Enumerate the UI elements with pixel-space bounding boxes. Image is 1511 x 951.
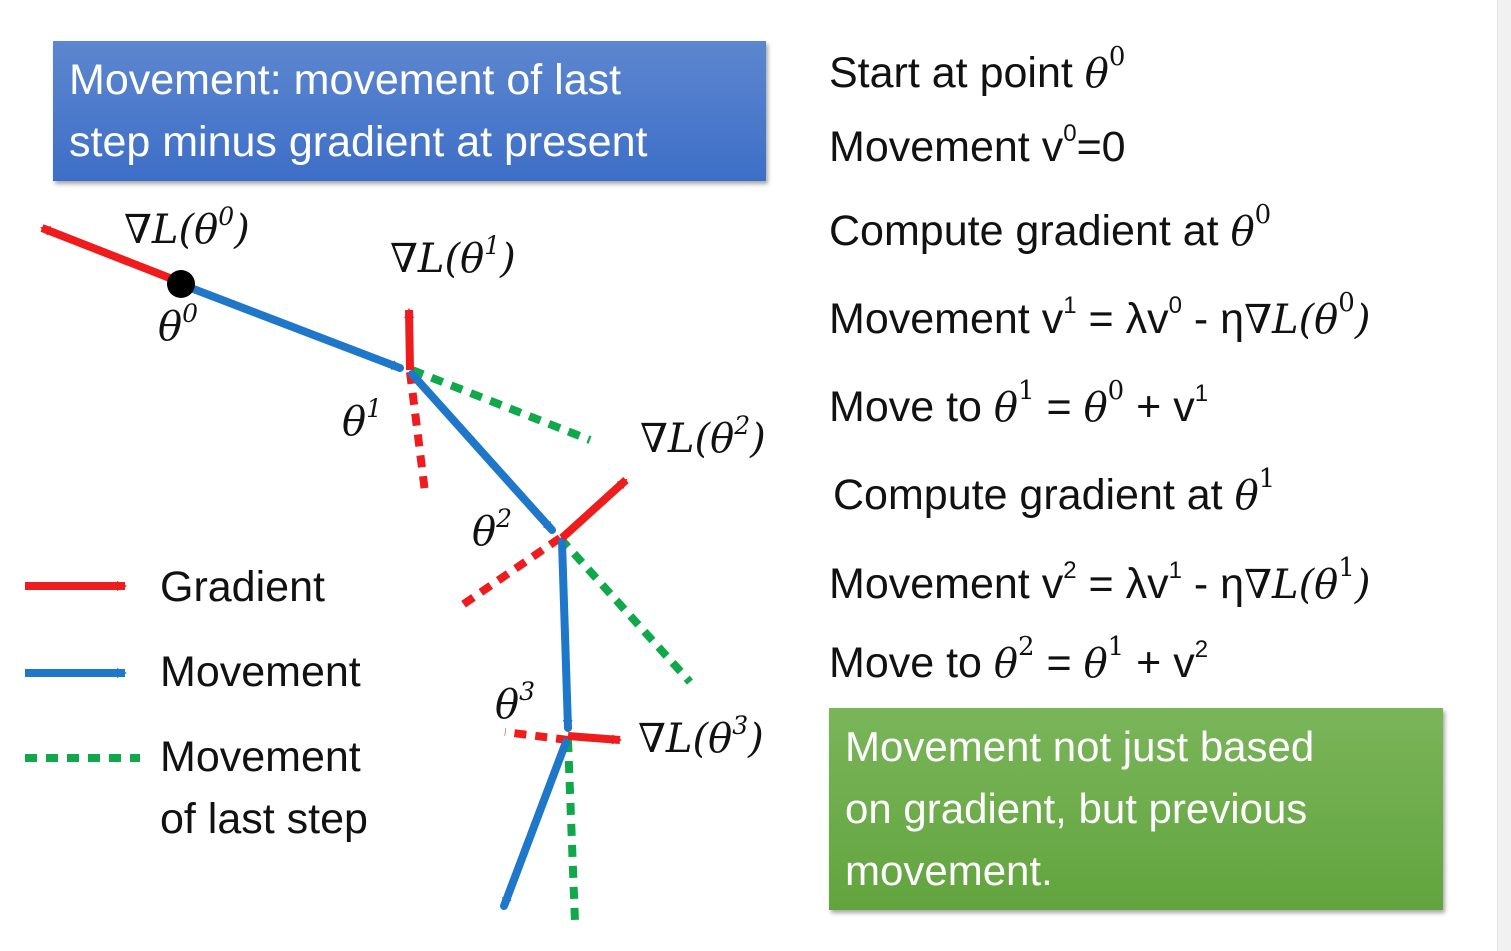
- step-text: =0: [1076, 123, 1126, 171]
- paren: ): [1354, 297, 1371, 343]
- grad-label-1: ∇L(θ1): [390, 231, 516, 282]
- movement-arrow-2: [408, 370, 556, 534]
- theta-label-0: θ0: [158, 299, 198, 350]
- legend-last-step-label-1: Movement: [160, 733, 361, 781]
- gradient-arrow-0: [40, 224, 182, 286]
- superscript: 1: [1258, 464, 1276, 494]
- theta-symbol: θ: [1234, 473, 1259, 519]
- step-move-to-theta1: Move to θ1 = θ0 + v1: [829, 376, 1208, 432]
- theta-label-3: θ3: [495, 677, 535, 728]
- legend-last-step-label-2: of last step: [160, 795, 368, 843]
- grad-label-0: ∇L(θ0): [124, 202, 250, 253]
- superscript: 2: [1063, 557, 1077, 584]
- step-text: Movement v: [829, 560, 1064, 608]
- scrollbar-track[interactable]: [1497, 0, 1511, 951]
- theta-symbol: θ: [1083, 641, 1108, 687]
- superscript: 1: [1194, 380, 1209, 407]
- step-text: = λv: [1076, 295, 1169, 343]
- last-step-line-2: [557, 535, 693, 685]
- gradient-arrow-3: [567, 732, 622, 745]
- movement-arrow-3: [558, 538, 573, 732]
- last-step-line-3: [564, 739, 579, 923]
- superscript: 2: [1194, 636, 1209, 663]
- step-text: =: [1034, 639, 1084, 687]
- theta-label-2: θ2: [472, 504, 512, 555]
- legend-movement-label: Movement: [160, 648, 361, 696]
- start-point: [167, 270, 195, 298]
- theta-label-1: θ1: [342, 394, 382, 445]
- step-text: - η: [1181, 295, 1245, 343]
- step-compute-gradient-0: Compute gradient at θ0: [829, 200, 1271, 256]
- step-text: Move to: [829, 639, 994, 687]
- step-text: Move to: [829, 383, 994, 431]
- step-initial-movement: Movement v0=0: [829, 120, 1126, 172]
- momentum-diagram: ∇L(θ0) ∇L(θ1) ∇L(θ2) ∇L(θ3) θ0 θ1 θ2 θ3: [25, 202, 766, 923]
- step-start-point: Start at point θ0: [829, 42, 1125, 98]
- gradient-symbol: ∇L(θ: [1244, 562, 1339, 608]
- superscript: 0: [1108, 42, 1126, 72]
- superscript: 0: [1338, 288, 1355, 318]
- step-text: = λv: [1076, 560, 1169, 608]
- step-text: Movement v: [829, 123, 1064, 171]
- legend-gradient-label: Gradient: [160, 563, 325, 611]
- theta-symbol: θ: [993, 641, 1018, 687]
- step-text: Compute gradient at: [833, 471, 1235, 519]
- banner-movement-definition: Movement: movement of last step minus gr…: [53, 41, 766, 181]
- step-text: Compute gradient at: [829, 207, 1231, 255]
- superscript: 0: [1107, 376, 1125, 406]
- step-movement-v2: Movement v2 = λv1 - η∇L(θ1): [829, 553, 1370, 609]
- step-movement-v1: Movement v1 = λv0 - η∇L(θ0): [829, 288, 1370, 344]
- theta-symbol: θ: [1083, 385, 1108, 431]
- superscript: 0: [1254, 200, 1272, 230]
- superscript: 1: [1168, 557, 1182, 584]
- superscript: 2: [1018, 632, 1035, 662]
- gradient-symbol: ∇L(θ: [1244, 297, 1339, 343]
- step-text: Movement v: [829, 295, 1064, 343]
- grad-label-3: ∇L(θ3): [638, 711, 764, 762]
- step-move-to-theta2: Move to θ2 = θ1 + v2: [829, 632, 1208, 688]
- paren: ): [1354, 562, 1371, 608]
- banner-line-1: Movement not just based: [845, 723, 1315, 770]
- theta-symbol: θ: [993, 385, 1018, 431]
- step-text: Start at point: [829, 49, 1085, 97]
- neg-gradient-line-3: [504, 728, 569, 744]
- theta-symbol: θ: [1084, 51, 1109, 97]
- gradient-arrow-2: [559, 477, 629, 541]
- grad-label-2: ∇L(θ2): [640, 411, 766, 462]
- step-text: + v: [1124, 639, 1195, 687]
- step-compute-gradient-1: Compute gradient at θ1: [833, 464, 1275, 520]
- banner-line-1: Movement: movement of last: [69, 56, 622, 104]
- movement-arrow-4: [500, 738, 570, 910]
- superscript: 1: [1018, 376, 1035, 406]
- superscript: 0: [1168, 292, 1182, 319]
- banner-momentum-summary: Movement not just based on gradient, but…: [829, 708, 1443, 910]
- theta-symbol: θ: [1230, 209, 1255, 255]
- superscript: 0: [1063, 120, 1077, 147]
- banner-line-2: on gradient, but previous: [845, 785, 1308, 832]
- superscript: 1: [1338, 553, 1355, 583]
- banner-line-2: step minus gradient at present: [69, 118, 648, 166]
- movement-arrow-1: [179, 281, 404, 372]
- superscript: 1: [1063, 292, 1077, 319]
- superscript: 1: [1107, 632, 1125, 662]
- last-step-line-1: [410, 366, 592, 444]
- step-text: =: [1034, 383, 1084, 431]
- step-text: - η: [1181, 560, 1245, 608]
- banner-line-3: movement.: [845, 847, 1053, 894]
- step-text: + v: [1124, 383, 1195, 431]
- gradient-arrow-1: [404, 308, 415, 371]
